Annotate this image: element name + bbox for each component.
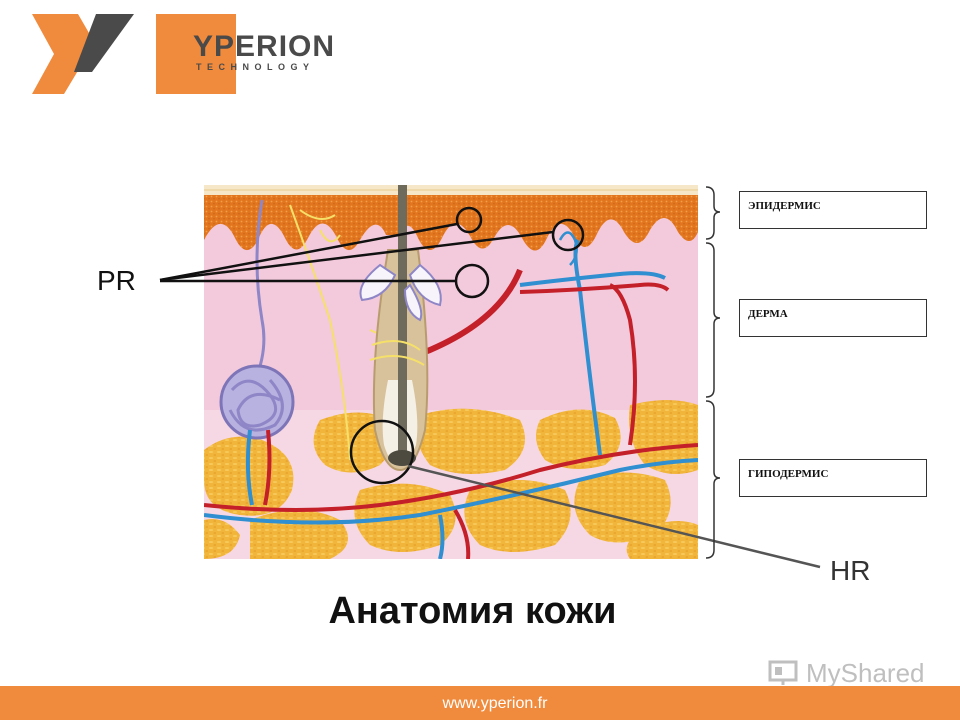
presentation-board-icon: [768, 660, 798, 685]
hr-receptor-marker: [349, 419, 821, 569]
yperion-logo-mark-icon: [32, 14, 134, 94]
logo-subtitle: TECHNOLOGY: [196, 62, 315, 72]
logo-name: YPERION: [193, 30, 336, 63]
pr-label: PR: [97, 265, 136, 296]
dermis-label: ДЕРМА: [748, 308, 788, 320]
logo-orange-block: [156, 14, 236, 94]
hypodermis-label-box: ГИПОДЕРМИС: [739, 459, 927, 497]
hypodermis-fat-lobules: [204, 400, 698, 559]
epidermis-label: ЭПИДЕРМИС: [748, 200, 821, 212]
pr-receptor-markers: [159, 206, 585, 299]
sweat-gland: [219, 199, 295, 440]
hair-follicle: [359, 185, 442, 472]
epidermis-label-box: ЭПИДЕРМИС: [739, 191, 927, 229]
slide-title: Анатомия кожи: [328, 590, 617, 632]
layer-braces: [705, 186, 721, 559]
footer-url-link[interactable]: www.yperion.fr: [442, 695, 548, 712]
watermark: MyShared: [768, 658, 925, 689]
blood-vessels: [204, 231, 698, 559]
dermis-label-box: ДЕРМА: [739, 299, 927, 337]
watermark-text: MyShared: [806, 658, 925, 688]
hr-label: HR: [830, 555, 871, 586]
hypodermis-label: ГИПОДЕРМИС: [748, 468, 829, 480]
footer-bar: www.yperion.fr: [0, 686, 960, 720]
